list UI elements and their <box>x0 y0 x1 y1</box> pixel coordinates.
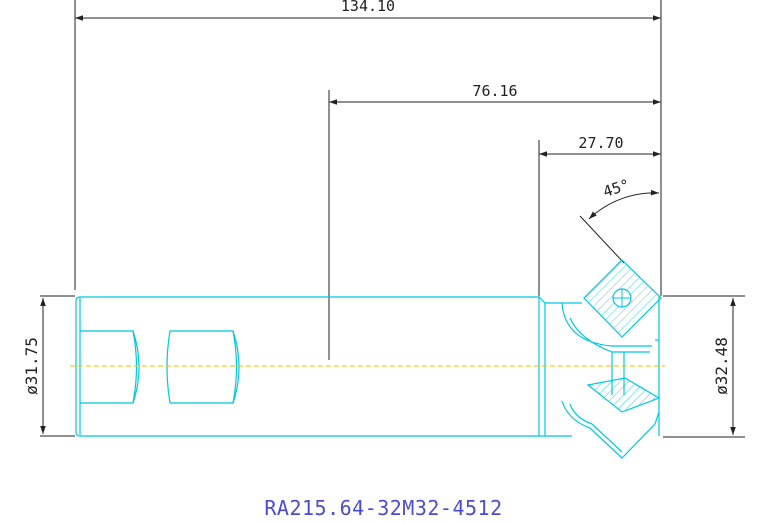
dimension-cutting-diameter: ø32.48 <box>712 298 736 435</box>
weldon-flat-1 <box>80 330 140 404</box>
head-outline <box>538 296 546 437</box>
weldon-flat-2 <box>166 330 240 404</box>
dimension-gauge-length-text: 76.16 <box>472 82 517 100</box>
dimension-overall-length-text: 134.10 <box>341 0 395 15</box>
insert-upper <box>583 259 662 338</box>
tool-body <box>75 296 660 459</box>
insert-lower <box>586 377 661 413</box>
dimension-overall-length: 134.10 <box>75 0 661 21</box>
chip-pocket-upper <box>561 302 652 347</box>
extension-lines <box>40 0 745 438</box>
part-number-label: RA215.64-32M32-4512 <box>264 496 503 520</box>
dimension-cutting-diameter-text: ø32.48 <box>712 337 731 395</box>
dimension-shank-diameter: ø31.75 <box>22 298 46 434</box>
dimension-head-length: 27.70 <box>539 134 661 157</box>
dimension-gauge-length: 76.16 <box>329 82 661 105</box>
dimension-lead-angle: 45° <box>588 175 660 220</box>
shank-outline <box>75 296 540 437</box>
dimension-shank-diameter-text: ø31.75 <box>22 337 41 395</box>
dimension-head-length-text: 27.70 <box>578 134 623 152</box>
chip-pocket-lower <box>561 400 660 459</box>
